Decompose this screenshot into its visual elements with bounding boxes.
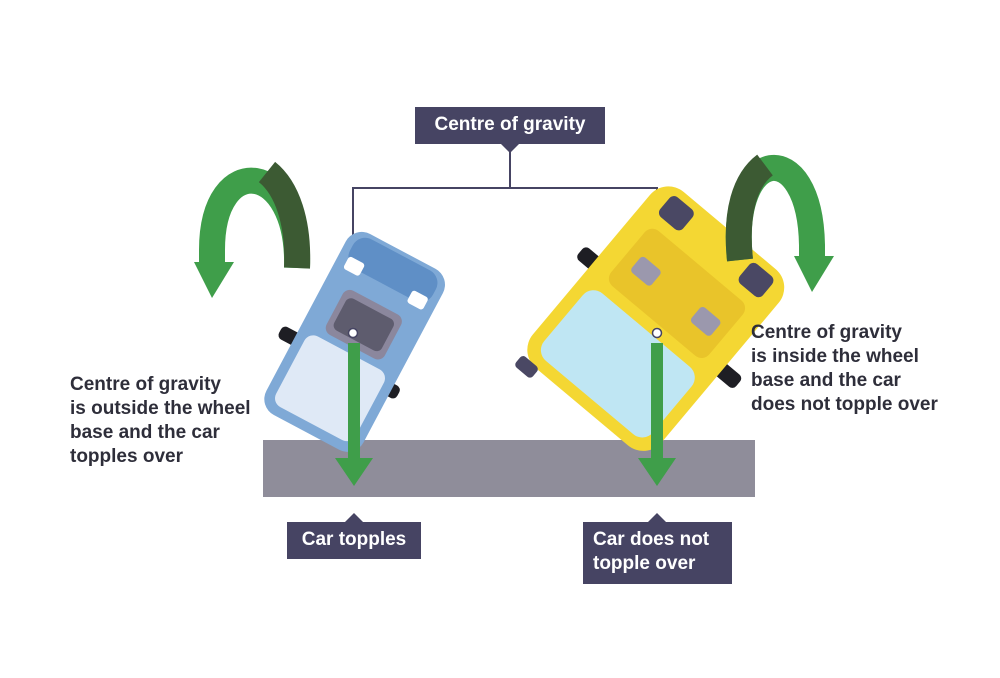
left-rotation-arrowhead [194,262,234,298]
right-description: Centre of gravity is inside the wheel ba… [751,322,938,415]
right-gravity-arrowhead [638,458,676,486]
centre-of-gravity-label-text: Centre of gravity [434,114,586,135]
ground-slab [263,440,755,497]
centre-of-gravity-label: Centre of gravity [415,107,605,153]
car-topples-label-text: Car topples [301,529,407,550]
left-gravity-arrow [348,343,360,460]
left-description: Centre of gravity is outside the wheel b… [70,374,251,467]
car-does-not-topple-label: Car does not topple over [583,513,732,584]
right-rotation-arrowhead [794,256,834,292]
right-gravity-arrow [651,343,663,460]
car-does-not-topple-label-text: Car does not topple over [593,529,710,574]
right-centre-of-gravity-dot [651,327,663,339]
left-gravity-arrowhead [335,458,373,486]
car-topples-label: Car topples [287,513,421,559]
left-centre-of-gravity-dot [347,327,359,339]
